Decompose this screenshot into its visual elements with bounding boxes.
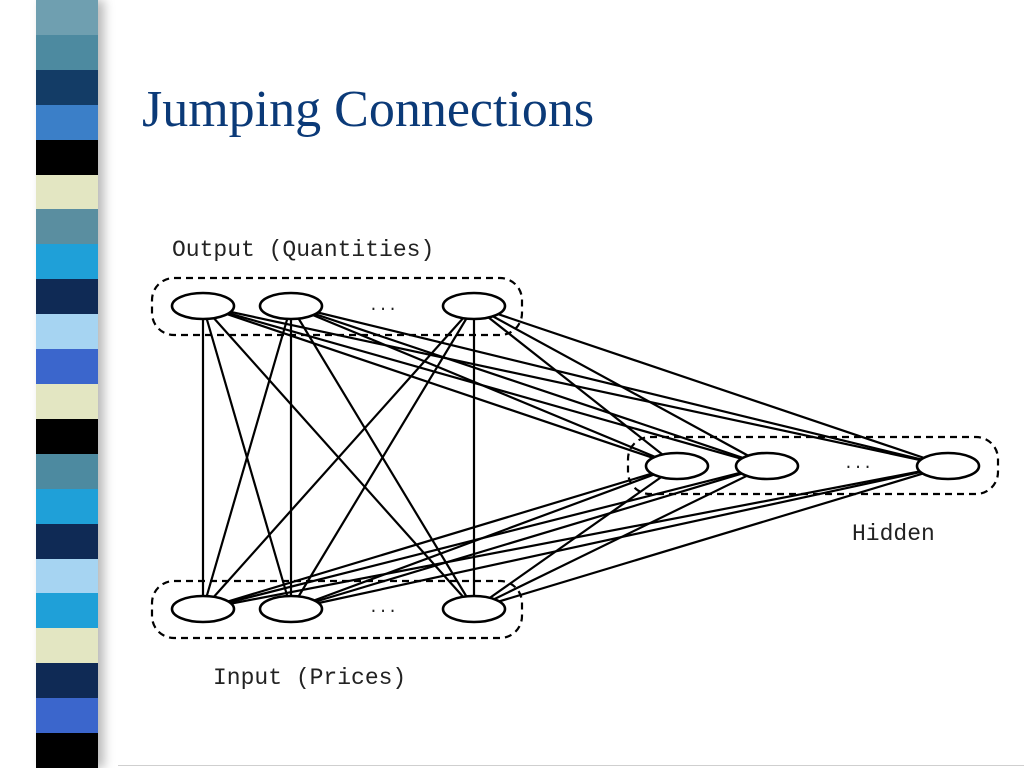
stripe-segment xyxy=(36,558,98,594)
hidden-node xyxy=(734,451,800,481)
network-nodes xyxy=(170,291,981,624)
stripe-segment xyxy=(36,314,98,350)
input-node xyxy=(258,594,324,624)
stripe-segment xyxy=(36,593,98,629)
output-layer-box xyxy=(150,276,524,337)
stripe-segment xyxy=(36,698,98,734)
stripe-segment xyxy=(36,733,98,768)
stripe-segment xyxy=(36,488,98,524)
output-hidden-edge xyxy=(473,305,768,467)
input-node xyxy=(170,594,236,624)
output-ellipsis: ... xyxy=(369,297,398,315)
output-node xyxy=(170,291,236,321)
output-layer-label: Output (Quantities) xyxy=(172,237,434,263)
stripe-segment xyxy=(36,139,98,175)
input-hidden-edge xyxy=(202,464,678,611)
input-layer-label: Input (Prices) xyxy=(213,665,406,691)
stripe-segment xyxy=(36,104,98,140)
connection-edges xyxy=(201,304,949,611)
output-hidden-edge xyxy=(290,304,768,468)
jumping-connection-edge xyxy=(290,305,475,610)
stripe-segment xyxy=(36,279,98,315)
output-node xyxy=(258,291,324,321)
stripe-segment xyxy=(36,34,98,70)
stripe-segment xyxy=(36,628,98,664)
hidden-node xyxy=(644,451,710,481)
hidden-layer-box xyxy=(626,435,1000,496)
input-hidden-edge xyxy=(473,464,949,611)
stripe-segment xyxy=(36,244,98,280)
stripe-segment xyxy=(36,209,98,245)
stripe-segment xyxy=(36,523,98,559)
input-layer-box xyxy=(150,579,524,640)
slide-bottom-rule xyxy=(118,765,1024,766)
hidden-layer-label: Hidden xyxy=(852,521,935,547)
slide-title: Jumping Connections xyxy=(142,81,595,138)
output-hidden-edge xyxy=(473,304,949,468)
stripe-segment xyxy=(36,418,98,454)
input-hidden-edge xyxy=(473,465,678,610)
input-hidden-edge xyxy=(290,464,768,611)
stripe-segment xyxy=(36,174,98,210)
stripe-segment xyxy=(36,349,98,384)
input-hidden-edge xyxy=(290,464,678,611)
output-node xyxy=(441,291,507,321)
input-hidden-edge xyxy=(473,465,768,610)
stripe-segment xyxy=(36,0,98,35)
stripe-segment xyxy=(36,453,98,489)
input-ellipsis: ... xyxy=(369,599,398,617)
stripe-segment xyxy=(36,69,98,105)
decorative-stripe-bar xyxy=(36,0,98,768)
output-hidden-edge xyxy=(473,305,678,467)
hidden-node xyxy=(915,451,981,481)
stripe-segment xyxy=(36,663,98,699)
stripe-segment xyxy=(36,383,98,419)
output-hidden-edge xyxy=(290,304,678,468)
hidden-ellipsis: ... xyxy=(844,455,873,473)
jumping-connection-edge xyxy=(201,305,293,610)
output-hidden-edge xyxy=(202,304,678,468)
input-node xyxy=(441,594,507,624)
